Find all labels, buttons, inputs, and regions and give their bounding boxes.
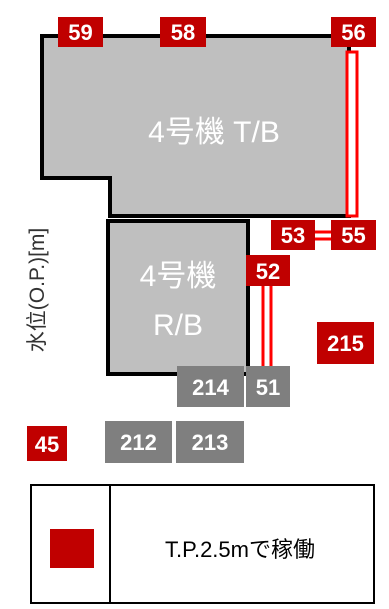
pipe-segment-56-55 [345,50,359,218]
reactor-building-label-line2: R/B [153,309,203,342]
pit-213[interactable]: 213 [176,421,244,463]
legend-label: T.P.2.5mで稼働 [165,537,315,562]
pit-59[interactable]: 59 [58,17,103,47]
legend: T.P.2.5mで稼働 [30,484,375,604]
reactor-building [106,219,250,376]
pit-52[interactable]: 52 [246,255,290,286]
pit-51[interactable]: 51 [246,366,290,407]
pit-45[interactable]: 45 [27,426,67,461]
pit-53[interactable]: 53 [271,220,315,250]
pipe-segment-52-51 [261,282,273,372]
pit-56-label: 56 [341,20,365,45]
pit-55[interactable]: 55 [331,220,376,250]
pit-45-label: 45 [35,432,59,457]
pit-213-label: 213 [192,430,229,455]
legend-swatch [50,529,94,568]
pipe-segment-53-55 [310,230,336,241]
turbine-building-label: 4号機 T/B [148,116,280,149]
pit-52-label: 52 [256,259,280,284]
pit-58-label: 58 [171,20,195,45]
pit-51-label: 51 [256,375,280,400]
pit-212[interactable]: 212 [105,421,172,463]
pit-58[interactable]: 58 [160,17,206,47]
pit-215[interactable]: 215 [317,322,374,364]
pit-55-label: 55 [341,223,365,248]
water-level-axis-label: 水位(O.P.)[m] [26,228,49,352]
pit-56[interactable]: 56 [331,17,376,47]
pit-59-label: 59 [68,20,92,45]
pit-214-label: 214 [192,375,229,400]
reactor-building-label-line1: 4号機 [140,260,217,293]
pit-214[interactable]: 214 [177,366,244,407]
pit-212-label: 212 [120,430,157,455]
legend-box [30,484,375,604]
pit-215-label: 215 [327,331,364,356]
pit-53-label: 53 [281,223,305,248]
